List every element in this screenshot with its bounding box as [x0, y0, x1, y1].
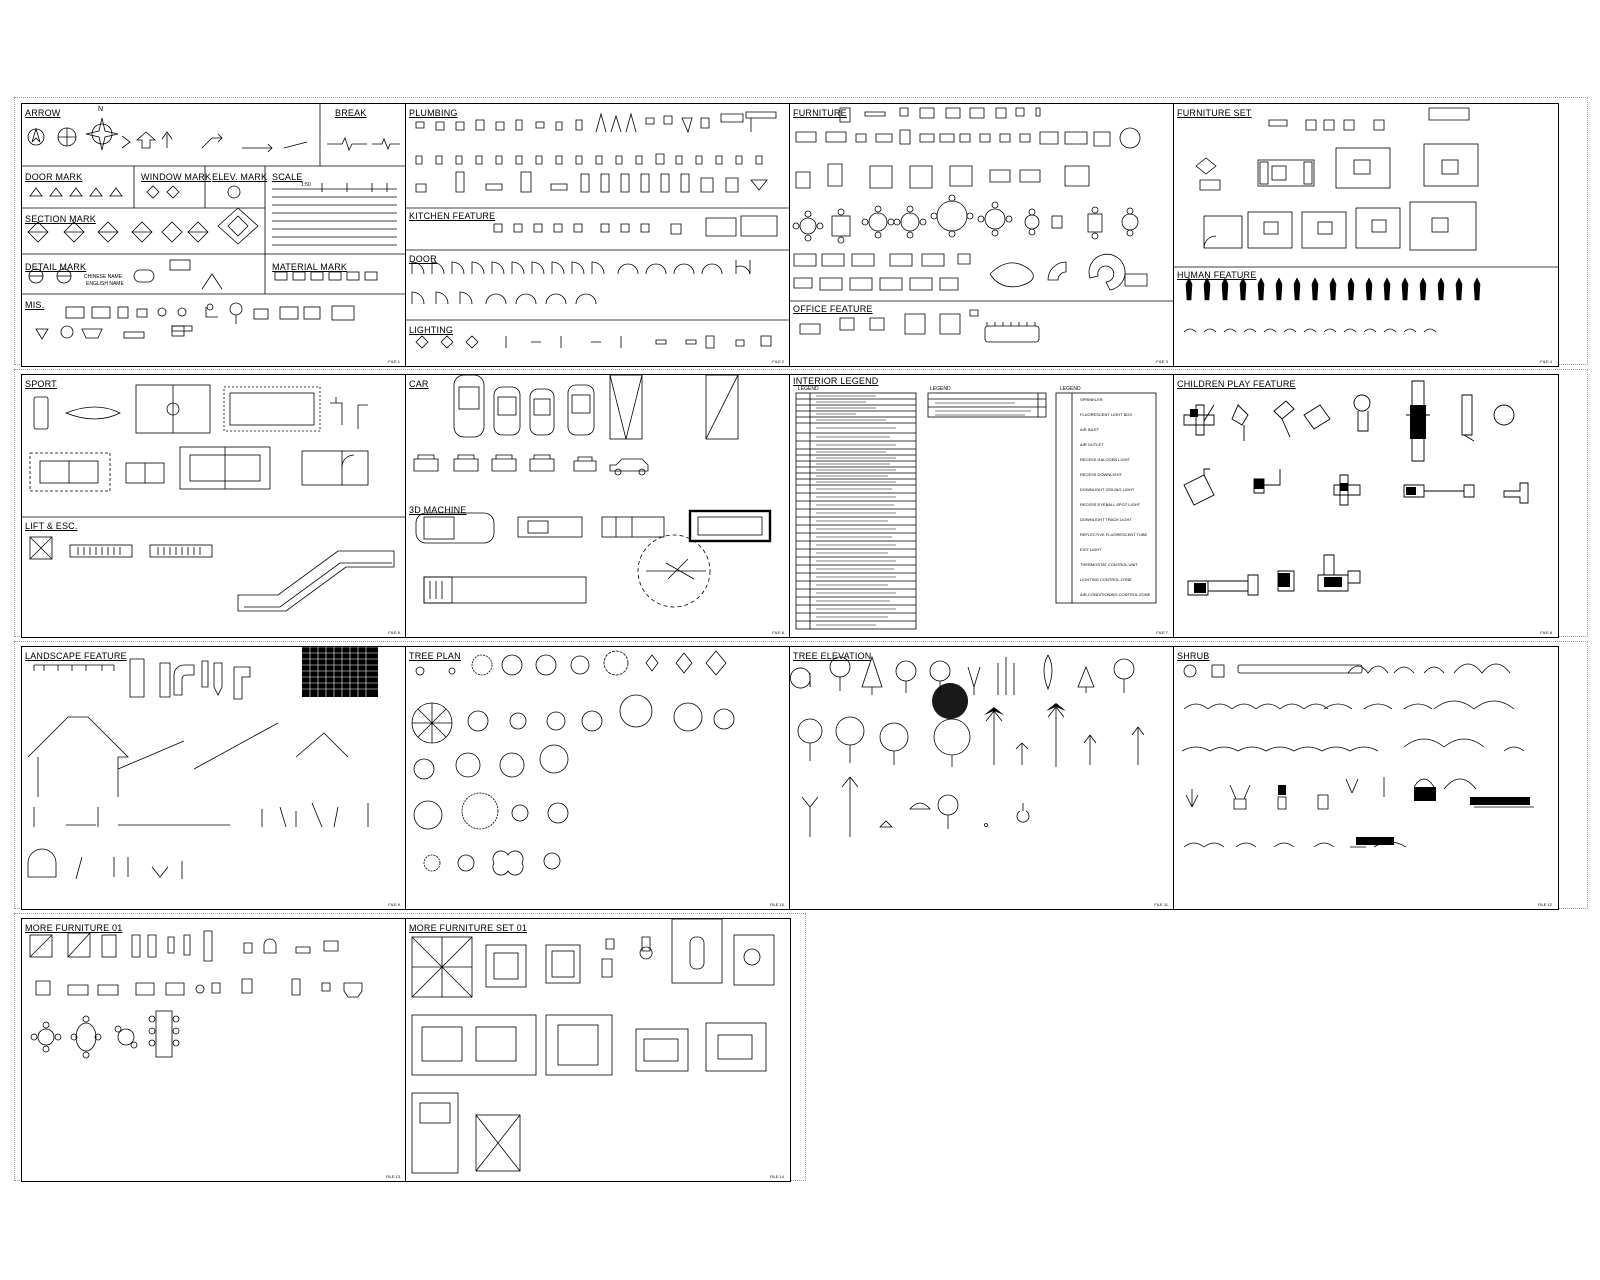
legend-item: THERMOSTAT CONTROL UNIT — [1080, 562, 1138, 567]
legend-item: AIR-CONDITIONING CONTROL ZONE — [1080, 592, 1151, 597]
sheet-footer: FILE 4 — [1540, 359, 1552, 364]
panel-plumbing: PLUMBING KITCHEN FEATURE DOOR LIGHTING — [405, 103, 791, 367]
legend-item: RECESS DOWNLIGHT — [1080, 472, 1123, 477]
sheet-footer: FILE 2 — [772, 359, 784, 364]
sheet-footer: FILE 12 — [1537, 902, 1552, 907]
panel-more-furniture-set: MORE FURNITURE SET 01 FILE 14 — [405, 918, 791, 1182]
title-plumbing: PLUMBING — [409, 108, 458, 118]
title-furniture: FURNITURE — [793, 108, 847, 118]
panel-car: CAR 3D MACHINE FILE 6 — [405, 374, 791, 638]
legend-header-mid: LEGEND — [930, 386, 951, 392]
symbols-drawing — [22, 104, 406, 340]
legend-item: AIR OUTLET — [1080, 442, 1104, 447]
furniture-set-drawing — [1174, 107, 1558, 333]
title-elev-mark: ELEV. MARK — [212, 172, 268, 182]
panel-children-play: CHILDREN PLAY FEATURE FILE 8 — [1173, 374, 1559, 638]
sheet-footer: FILE 5 — [388, 630, 400, 635]
panel-furniture: FURNITURE OFFICE FEATURE — [789, 103, 1175, 367]
more-furniture-drawing — [29, 930, 363, 1059]
title-office-feature: OFFICE FEATURE — [793, 304, 873, 314]
sheet-footer: FILE 13 — [385, 1174, 400, 1179]
legend-item: REFLECTIVE FLUORESCENT TUBE — [1080, 532, 1148, 537]
sheet-footer: FILE 10 — [769, 902, 784, 907]
landscape-drawing — [27, 647, 378, 880]
panel-symbols: ARROW BREAK DOOR MARK WINDOW MARK ELEV. … — [21, 103, 407, 367]
tree-plan-drawing — [411, 650, 735, 876]
title-arrow: ARROW — [25, 108, 61, 118]
panel-more-furniture: MORE FURNITURE 01 FILE 13 — [21, 918, 407, 1182]
more-furniture-set-drawing — [411, 919, 775, 1174]
shrub-drawing — [1181, 663, 1534, 848]
legend-item: AIR INLET — [1080, 427, 1100, 432]
sheet-footer: FILE 11 — [1154, 902, 1168, 907]
legend-item: DOWNLIGHT TRACK LIGHT — [1080, 517, 1132, 522]
panel-sport: SPORT LIFT & ESC. FILE 5 — [21, 374, 407, 638]
title-section-mark: SECTION MARK — [25, 214, 96, 224]
legend-item: RECESS EYEBALL SPOT LIGHT — [1080, 502, 1141, 507]
title-lift-esc: LIFT & ESC. — [25, 521, 78, 531]
sheet-footer: FILE 7 — [1156, 630, 1168, 635]
title-interior-legend: INTERIOR LEGEND — [793, 376, 879, 386]
title-more-furniture-set-01: MORE FURNITURE SET 01 — [409, 923, 528, 933]
sheet-footer: FILE 6 — [772, 630, 784, 635]
title-tree-elevation: TREE ELEVATION — [793, 651, 872, 661]
legend-item: RECESS HALOGEN LIGHT — [1080, 457, 1131, 462]
car-drawing — [413, 375, 772, 608]
panel-tree-plan: TREE PLAN FILE 10 — [405, 646, 791, 910]
title-window-mark: WINDOW MARK — [141, 172, 212, 182]
panel-shrub: SHRUB FILE 12 — [1173, 646, 1559, 910]
legend-item: FLUORESCENT LIGHT BOX — [1080, 412, 1133, 417]
title-shrub: SHRUB — [1177, 651, 1210, 661]
legend-header-right: LEGEND — [1060, 386, 1081, 392]
legend-item: EXIT LIGHT — [1080, 547, 1102, 552]
legend-item: SPRINKLER — [1080, 397, 1103, 402]
sport-drawing — [22, 384, 406, 612]
legend-item: DOWNLIGHT CEILING LIGHT — [1080, 487, 1135, 492]
title-3d-machine: 3D MACHINE — [409, 505, 467, 515]
title-car: CAR — [409, 379, 429, 389]
children-play-drawing — [1183, 380, 1529, 596]
title-kitchen-feature: KITCHEN FEATURE — [409, 211, 496, 221]
sheet-footer: FILE 14 — [769, 1174, 784, 1179]
title-tree-plan: TREE PLAN — [409, 651, 461, 661]
sheet-footer: FILE 9 — [388, 902, 400, 907]
title-door-mark: DOOR MARK — [25, 172, 83, 182]
north-label: N — [98, 106, 104, 113]
plumbing-drawing — [406, 111, 790, 349]
title-landscape-feature: LANDSCAPE FEATURE — [25, 651, 127, 661]
panel-interior-legend: INTERIOR LEGEND LEGEND LEGEND LEGEND SPR… — [789, 374, 1175, 638]
sheet-footer: FILE 3 — [1156, 359, 1168, 364]
title-furniture-set: FURNITURE SET — [1177, 108, 1252, 118]
panel-landscape: LANDSCAPE FEATURE FILE 9 — [21, 646, 407, 910]
legend-drawing — [795, 392, 1157, 630]
title-lighting: LIGHTING — [409, 325, 454, 335]
tree-elevation-drawing — [790, 654, 1145, 837]
sheet-footer: FILE 1 — [388, 359, 400, 364]
title-human-feature: HUMAN FEATURE — [1177, 270, 1257, 280]
title-material-mark: MATERIAL MARK — [272, 262, 348, 272]
title-break: BREAK — [335, 108, 367, 118]
english-name-label: ENGLISH NAME — [86, 281, 124, 287]
furniture-drawing — [790, 107, 1174, 343]
title-children-play: CHILDREN PLAY FEATURE — [1177, 379, 1296, 389]
legend-header-left: LEGEND — [798, 386, 819, 392]
title-mis: MIS. — [25, 300, 45, 310]
panel-tree-elevation: TREE ELEVATION — [789, 646, 1175, 910]
panel-furniture-set: FURNITURE SET HUMAN FEATURE FILE 4 — [1173, 103, 1559, 367]
legend-item: LIGHTING CONTROL ZONE — [1080, 577, 1132, 582]
scale-value-label: 1:50 — [301, 182, 311, 188]
sheet-footer: FILE 8 — [1540, 630, 1552, 635]
title-detail-mark: DETAIL MARK — [25, 262, 87, 272]
title-scale: SCALE — [272, 172, 303, 182]
chinese-name-label: CHINESE NAME — [84, 274, 123, 280]
title-sport: SPORT — [25, 379, 57, 389]
title-more-furniture-01: MORE FURNITURE 01 — [25, 923, 123, 933]
title-door: DOOR — [409, 254, 437, 264]
